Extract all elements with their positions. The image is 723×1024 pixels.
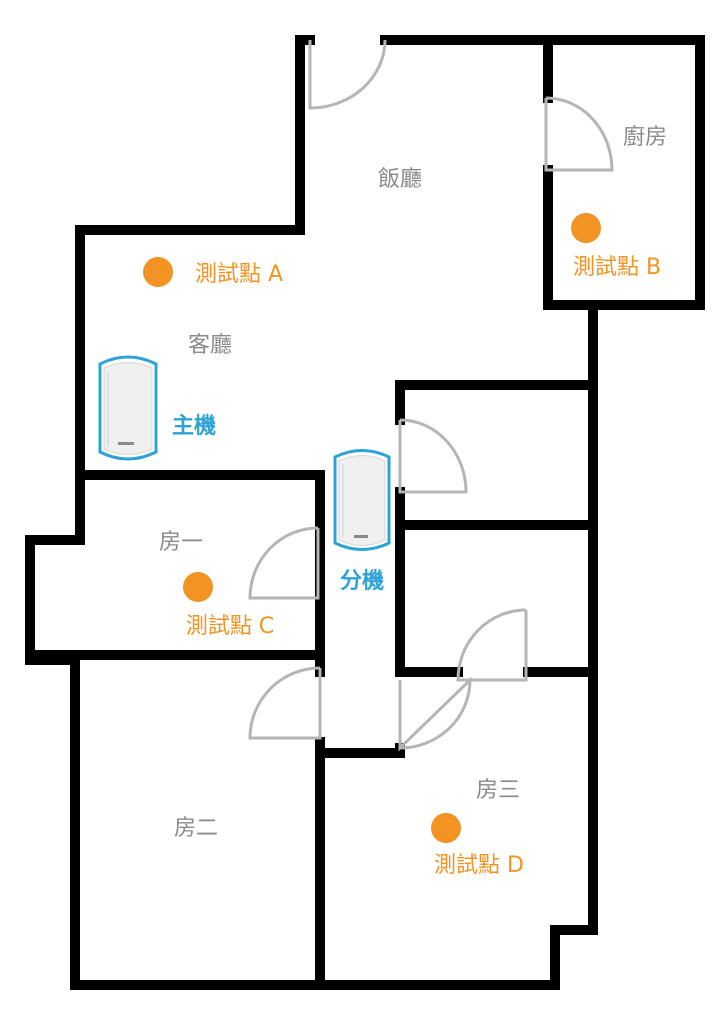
room-label-living: 客廳 <box>188 333 232 358</box>
door-entrance <box>308 39 387 110</box>
doors <box>248 39 614 752</box>
test-point-b-marker <box>571 213 601 243</box>
door-room1 <box>248 526 320 600</box>
test-point-d-label: 測試點 D <box>434 853 524 878</box>
room-label-room3: 房三 <box>476 778 520 803</box>
door-room3 <box>398 676 472 752</box>
door-room-upper-right <box>398 418 468 494</box>
door-room-middle-right <box>456 608 528 682</box>
room-labels: 飯廳 廚房 客廳 房一 房二 房三 <box>159 125 667 841</box>
devices: 主機 分機 <box>98 355 391 594</box>
node-router-icon <box>333 449 391 551</box>
test-point-b-label: 測試點 B <box>573 255 661 280</box>
test-point-d-marker <box>431 813 461 843</box>
room-label-room1: 房一 <box>159 530 203 555</box>
door-kitchen <box>544 96 614 172</box>
test-point-c-marker <box>183 572 213 602</box>
test-point-a-label: 測試點 A <box>195 262 283 287</box>
walls <box>25 35 705 990</box>
test-point-c-label: 測試點 C <box>186 614 274 639</box>
test-points: 測試點 A 測試點 B 測試點 C 測試點 D <box>143 213 661 878</box>
main-router-label: 主機 <box>172 414 216 439</box>
door-room2 <box>248 666 322 740</box>
main-router-icon <box>98 355 158 461</box>
room-label-dining: 飯廳 <box>378 167 422 192</box>
test-point-a-marker <box>143 257 173 287</box>
node-router-label: 分機 <box>340 569 384 594</box>
room-label-room2: 房二 <box>174 816 218 841</box>
room-label-kitchen: 廚房 <box>623 125 667 150</box>
